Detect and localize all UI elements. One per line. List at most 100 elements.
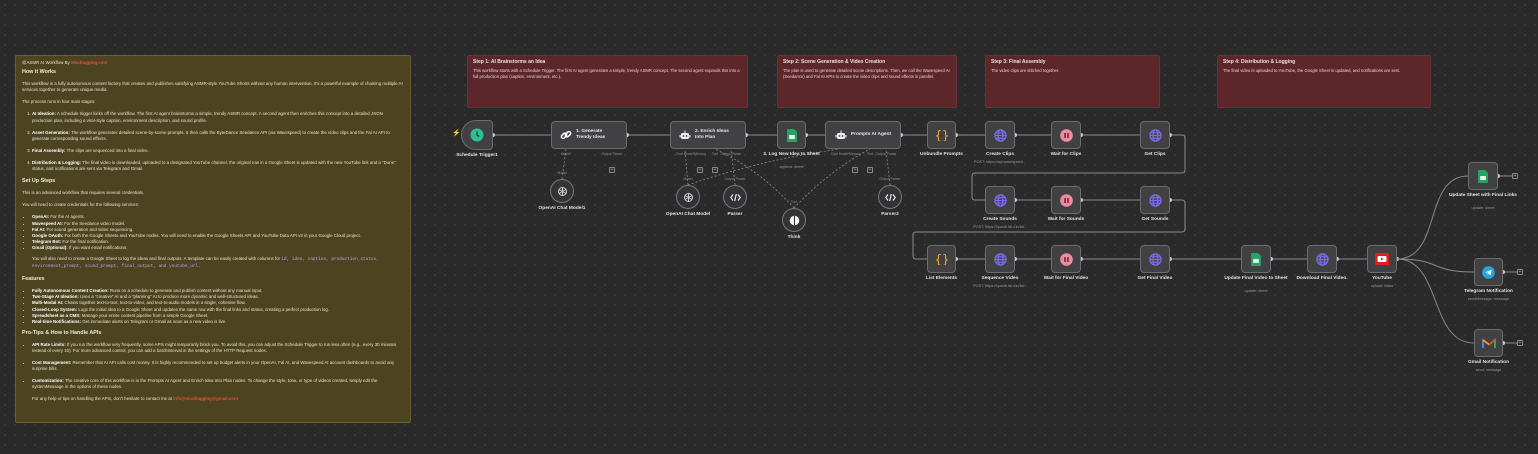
node-prompts[interactable]: Prompts AI Agent <box>825 121 901 149</box>
subnode-parser2[interactable] <box>878 185 902 209</box>
list-item-text: A schedule trigger kicks off the workflo… <box>32 111 383 123</box>
list-item-text: Get immediate alerts on Telegram or Gmai… <box>81 318 227 324</box>
ai-connection[interactable] <box>714 148 795 209</box>
node-subtitle: send: message <box>1475 367 1502 372</box>
connection[interactable] <box>971 134 1186 201</box>
node-updSheet[interactable] <box>1468 162 1498 190</box>
contact-email-link[interactable]: info@mixdragging@gmail.com <box>173 396 238 402</box>
connection[interactable] <box>1396 258 1475 273</box>
node-waitSounds[interactable] <box>1051 186 1081 214</box>
node-telegram[interactable] <box>1474 258 1503 286</box>
add-subnode-button[interactable]: + <box>852 167 858 173</box>
node-createSounds[interactable] <box>985 186 1015 214</box>
list-item: Closed-Loop System: Logs the initial ide… <box>32 307 404 313</box>
sheets-icon <box>1251 252 1261 266</box>
list-item-text: The clips are sequenced into a final vid… <box>65 147 149 153</box>
list-item-text: The creative core of this workflow is in… <box>32 378 378 390</box>
node-unbundle[interactable]: {} <box>927 121 956 149</box>
node-youtube[interactable] <box>1367 245 1397 273</box>
port-label: Memory <box>693 152 707 156</box>
list-item-label: API Rate Limits: <box>32 341 66 347</box>
sheets-icon <box>786 128 797 142</box>
add-subnode-button[interactable]: + <box>867 167 873 173</box>
node-subtitle: POST: https://queue.fal.run/fal... <box>973 224 1027 229</box>
list-item: Final Assembly: The clips are sequenced … <box>32 148 404 154</box>
node-trigger[interactable] <box>461 120 493 150</box>
node-label: Unbundle Prompts <box>920 152 963 157</box>
subnode-parser[interactable] <box>723 185 747 209</box>
node-label: Schedule Trigger1 <box>456 153 498 158</box>
node-download[interactable] <box>1307 245 1337 273</box>
author-link[interactable]: Mixdragging.com <box>71 60 108 65</box>
node-log[interactable] <box>777 121 806 149</box>
svg-text:{}: {} <box>934 253 948 265</box>
note-list: API Rate Limits: If you run the workflow… <box>22 342 404 391</box>
code-icon: {} <box>934 129 950 141</box>
subnode-om1[interactable] <box>550 179 574 203</box>
sheets-icon <box>1478 169 1488 183</box>
list-item: Distribution & Logging: The final video … <box>32 160 404 172</box>
list-item-text: For both the Google Sheets and YouTube n… <box>63 232 361 238</box>
add-next-node-button[interactable]: + <box>1512 173 1518 179</box>
node-waitFinal[interactable] <box>1051 245 1081 273</box>
sticky-note-step2[interactable]: Step 2: Scene Generation & Video Creatio… <box>777 55 957 108</box>
node-gmail[interactable] <box>1474 329 1503 357</box>
node-getFinal[interactable] <box>1140 245 1170 273</box>
globe-icon <box>1148 193 1162 207</box>
ai-connection[interactable] <box>793 148 871 209</box>
ai-connection[interactable] <box>561 148 567 180</box>
note-paragraph: You will also need to create a Google Sh… <box>22 256 404 270</box>
code-brackets-icon <box>884 193 896 202</box>
ai-connection[interactable] <box>687 148 841 186</box>
list-item: Two-Stage AI Ideation: Uses a "creative"… <box>32 294 404 300</box>
subnode-label: Think <box>787 235 801 240</box>
connection[interactable] <box>1396 175 1469 260</box>
list-item-label: Distribution & Logging: <box>32 159 82 165</box>
list-item-label: Google OAuth: <box>32 232 64 238</box>
list-item-label: Fully Autonomous Content Creation: <box>32 288 109 294</box>
connection[interactable] <box>912 199 1186 260</box>
subnode-port-label: Model <box>683 177 693 181</box>
add-subnode-button[interactable]: + <box>609 167 615 173</box>
list-item-label: Fal AI: <box>32 226 46 232</box>
workflow-description-note[interactable]: @ASMR AI Workflow By Mixdragging.com How… <box>15 55 411 423</box>
node-waitClips[interactable] <box>1051 121 1081 149</box>
node-listEl[interactable]: {} <box>927 245 956 273</box>
subnode-port-label: Model <box>557 171 567 175</box>
node-getClips[interactable] <box>1140 121 1170 149</box>
node-gen[interactable]: 1. Generate Trendy Ideas <box>551 121 627 149</box>
add-next-node-button[interactable]: + <box>1517 340 1523 346</box>
globe-icon <box>993 252 1007 266</box>
openai-icon <box>683 192 694 203</box>
pause-icon <box>1059 128 1073 142</box>
add-subnode-button[interactable]: + <box>697 167 703 173</box>
node-getSounds[interactable] <box>1140 186 1170 214</box>
note-list: Fully Autonomous Content Creation: Runs … <box>22 288 404 325</box>
list-item: Gmail (Optional): If you want email noti… <box>32 245 404 251</box>
trigger-bolt-icon: ⚡ <box>452 130 461 137</box>
list-item-text: Remember that AI API calls cost money. I… <box>32 360 395 372</box>
add-next-node-button[interactable]: + <box>1517 269 1523 275</box>
subnode-label: OpenAI Chat Model1 <box>538 206 586 211</box>
connection[interactable] <box>1396 258 1475 344</box>
node-createClips[interactable] <box>985 121 1015 149</box>
node-subtitle: append: sheet <box>779 165 804 169</box>
node-updFinal[interactable] <box>1241 245 1271 273</box>
node-enrich[interactable]: 2. Enrich Ideas Into Plan <box>670 121 746 149</box>
node-seqVideo[interactable] <box>985 245 1015 273</box>
paragraph-text: This is an advanced workflow that requir… <box>22 190 145 196</box>
list-item: Spreadsheet as a CMS: Manage your entire… <box>32 313 404 319</box>
robot-icon <box>835 130 847 141</box>
list-item: Customization: The creative core of this… <box>32 378 404 390</box>
subnode-om[interactable] <box>676 185 700 209</box>
add-subnode-button[interactable]: + <box>712 167 718 173</box>
subnode-think[interactable] <box>782 208 806 232</box>
svg-text:{}: {} <box>934 129 948 141</box>
list-item: Real-time Notifications: Get immediate a… <box>32 319 404 325</box>
note-heading: Pro-Tips & How to Handle APIs <box>22 329 102 336</box>
port-label: Output Parser <box>875 152 897 156</box>
